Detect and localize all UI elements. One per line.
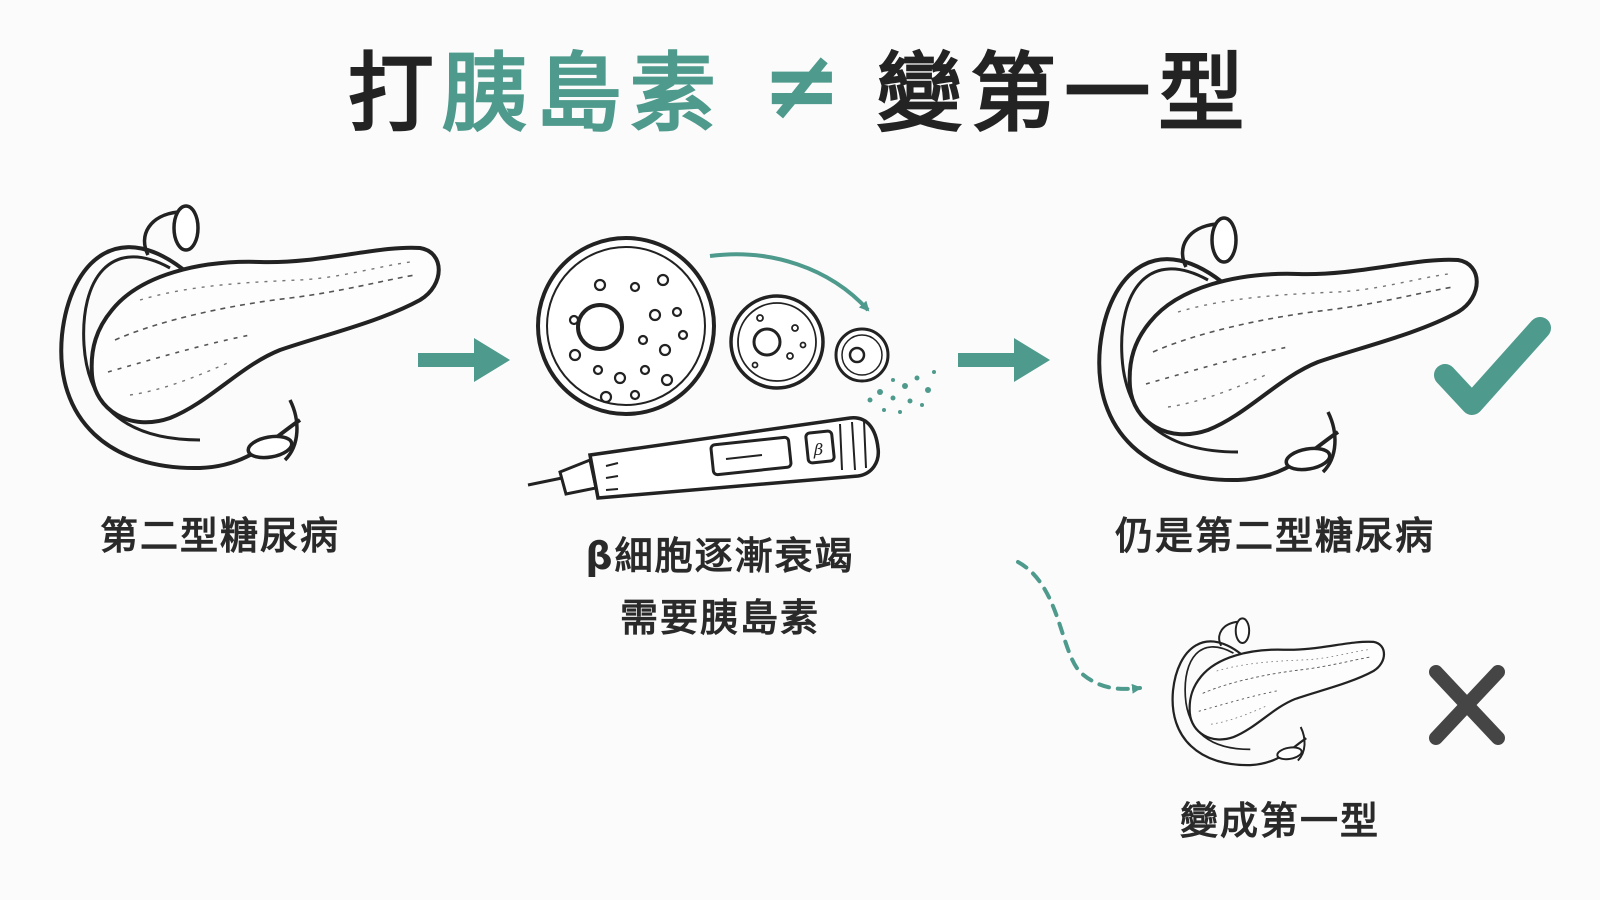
dashed-arrow (1016, 560, 1142, 694)
cross-icon (1429, 665, 1505, 745)
arrow-right-2 (958, 338, 1050, 382)
arrow-right-1 (418, 338, 510, 382)
title-part-1: 打 (347, 43, 442, 144)
pancreas-icon-small (1171, 617, 1386, 767)
not-equal-sign: ≠ (761, 29, 843, 141)
step-3-label: 仍是第二型糖尿病 (1114, 514, 1435, 558)
title-part-2: 胰島素 (441, 43, 724, 144)
svg-text:β: β (813, 440, 823, 459)
step-4-label: 變成第一型 (1179, 799, 1380, 843)
beta-cell-icon (536, 236, 936, 416)
step-2-label-line-1: β細胞逐漸衰竭 (585, 534, 855, 578)
page-title: 打 胰島素 ≠ 變第一型 (0, 29, 1600, 144)
insulin-pen-icon: β (527, 416, 881, 500)
title-part-3: 變第一型 (876, 43, 1253, 144)
step-2-label-line-2: 需要胰島素 (619, 596, 820, 640)
pancreas-icon-right (1097, 216, 1479, 483)
check-icon (1434, 317, 1551, 415)
pancreas-icon-left (59, 204, 441, 471)
step-1-label: 第二型糖尿病 (99, 514, 340, 558)
